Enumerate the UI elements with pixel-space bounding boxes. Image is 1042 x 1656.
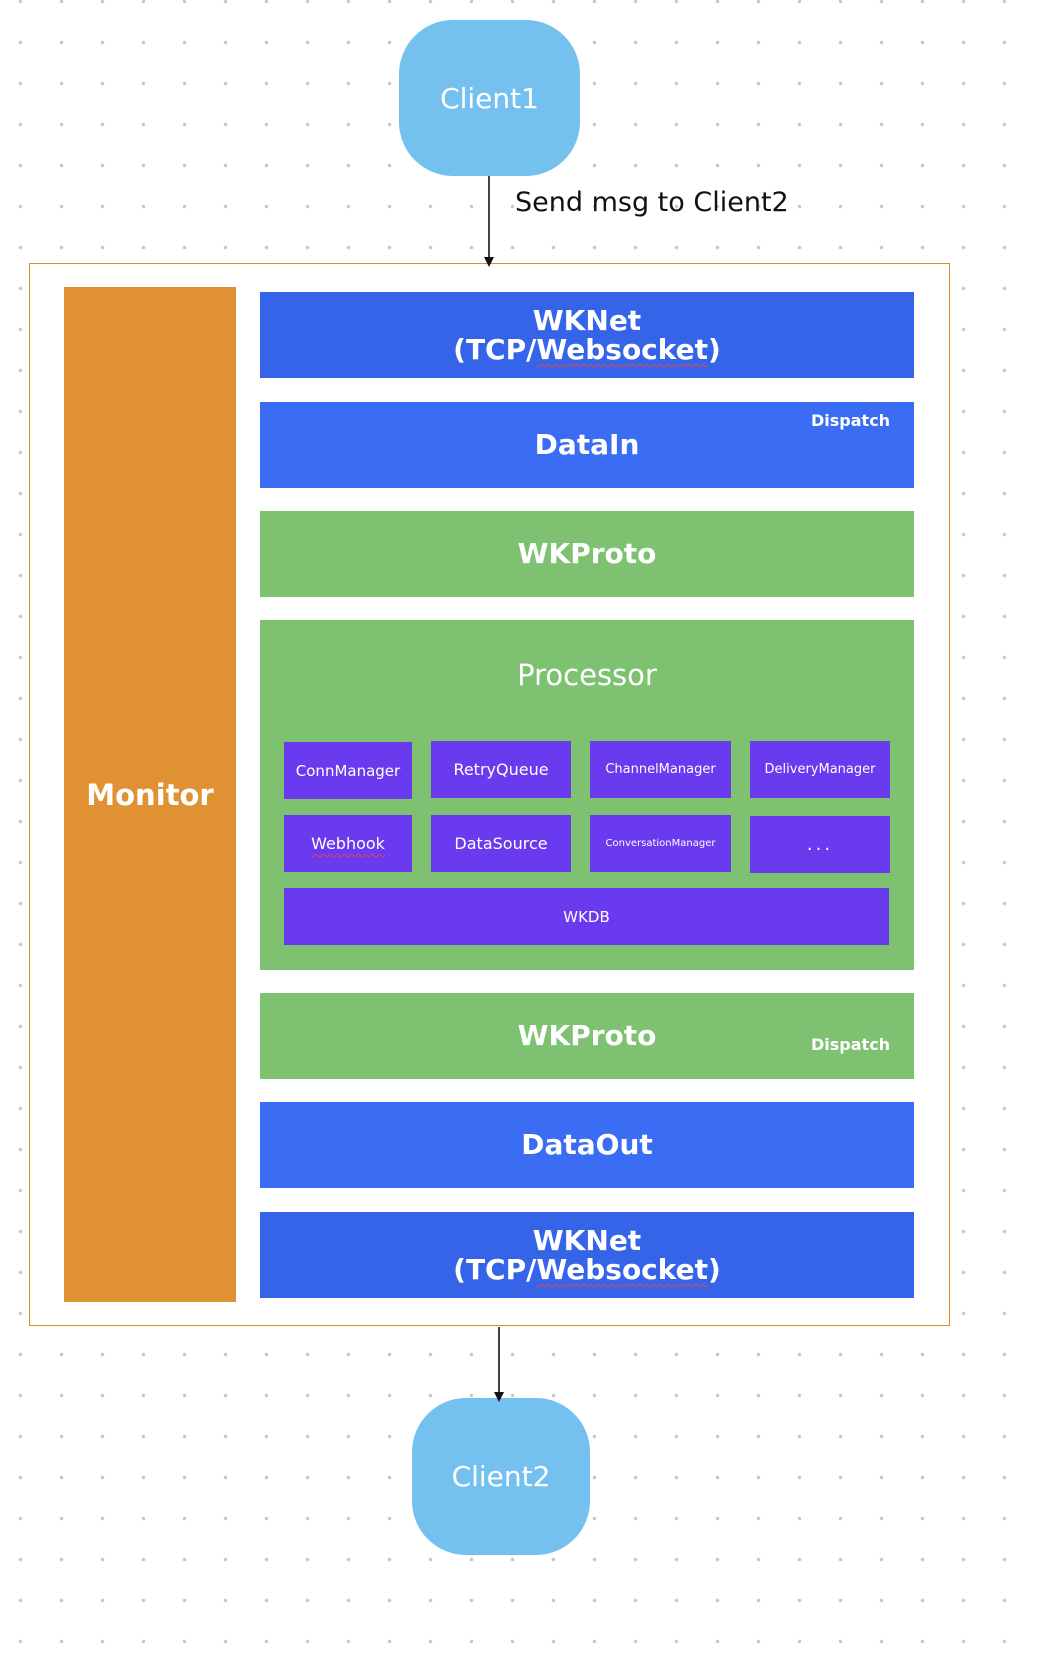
wknet-out-title: WKNet xyxy=(532,1223,642,1257)
channel-manager-module: ChannelManager xyxy=(590,741,731,798)
monitor-block: Monitor xyxy=(64,287,236,1302)
wknet-in-protocol-websocket: Websocket xyxy=(536,333,709,366)
client2-label: Client2 xyxy=(451,1460,551,1493)
wknet-out-protocol-prefix: (TCP/ xyxy=(453,1253,537,1286)
wkdb-module: WKDB xyxy=(284,888,889,945)
conversation-manager-module: ConversationManager xyxy=(590,815,731,872)
conn-manager-module: ConnManager xyxy=(284,742,412,799)
wknet-in-protocol-prefix: (TCP/ xyxy=(453,333,537,366)
wkproto-in-label: WKProto xyxy=(517,537,657,571)
data-source-module: DataSource xyxy=(431,815,571,872)
retry-queue-module: RetryQueue xyxy=(431,741,571,798)
wknet-in-title: WKNet xyxy=(532,303,642,337)
wkproto-in-layer: WKProto xyxy=(260,511,914,597)
wknet-out-protocol-websocket: Websocket xyxy=(536,1253,709,1286)
wknet-in-protocols: (TCP/Websocket) xyxy=(453,335,721,364)
wkproto-out-layer: WKProto xyxy=(260,993,914,1079)
dataout-layer: DataOut xyxy=(260,1102,914,1188)
datain-layer: DataIn xyxy=(260,402,914,488)
wknet-in-protocol-suffix: ) xyxy=(708,333,721,366)
dataout-label: DataOut xyxy=(521,1128,653,1162)
webhook-module: Webhook xyxy=(284,815,412,872)
more-modules-placeholder: ... xyxy=(750,816,890,873)
webhook-label: Webhook xyxy=(311,834,385,853)
client2-node: Client2 xyxy=(412,1398,590,1555)
datain-label: DataIn xyxy=(534,428,640,462)
delivery-manager-module: DeliveryManager xyxy=(750,741,890,798)
send-message-edge-label: Send msg to Client2 xyxy=(515,187,789,218)
wknet-out-protocol-suffix: ) xyxy=(708,1253,721,1286)
client1-label: Client1 xyxy=(440,81,539,115)
wkproto-out-label: WKProto xyxy=(517,1019,657,1053)
client1-node: Client1 xyxy=(399,20,580,176)
processor-label: Processor xyxy=(517,658,657,692)
wknet-in-layer: WKNet (TCP/Websocket) xyxy=(260,292,914,378)
wkproto-out-dispatch-tag: Dispatch xyxy=(811,1035,891,1054)
monitor-label: Monitor xyxy=(86,777,214,812)
wknet-out-layer: WKNet (TCP/Websocket) xyxy=(260,1212,914,1298)
wknet-out-protocols: (TCP/Websocket) xyxy=(453,1255,721,1284)
datain-dispatch-tag: Dispatch xyxy=(811,411,891,430)
